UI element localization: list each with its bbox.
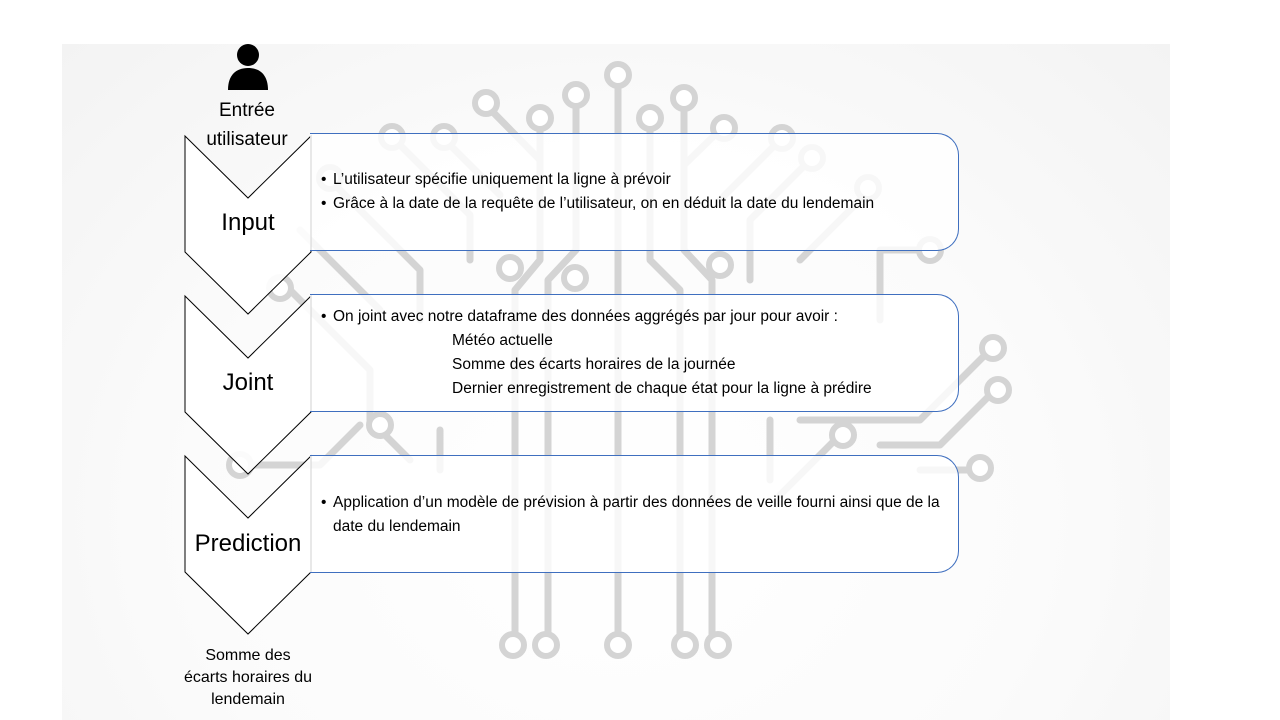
output-label-line2: écarts horaires du	[183, 669, 313, 686]
sub-item: Dernier enregistrement de chaque état po…	[452, 380, 872, 397]
bullet-text: Grâce à la date de la requête de l’utili…	[333, 195, 875, 212]
output-label-line1: Somme des	[205, 647, 291, 664]
bullet-text: On joint avec notre dataframe des donnée…	[333, 308, 838, 325]
output-label-line3: lendemain	[211, 691, 285, 708]
bullet-text: Application d’un modèle de prévision à p…	[333, 494, 940, 535]
sub-item: Météo actuelle	[452, 332, 553, 349]
user-label-line2: utilisateur	[206, 129, 288, 150]
person-icon	[228, 44, 268, 90]
step-label-joint: Joint	[222, 369, 274, 396]
output-label: Somme des écarts horaires du lendemain	[172, 645, 324, 711]
sub-item: Somme des écarts horaires de la journée	[452, 356, 736, 373]
bullet-item: L’utilisateur spécifie uniquement la lig…	[321, 168, 671, 192]
bullet-item: Application d’un modèle de prévision à p…	[321, 491, 943, 539]
bullet-item: On joint avec notre dataframe des donnée…	[321, 305, 838, 329]
user-label-line1: Entrée	[219, 100, 275, 121]
bullet-item: Grâce à la date de la requête de l’utili…	[321, 192, 875, 216]
joint-description-box: On joint avec notre dataframe des donnée…	[310, 294, 959, 412]
user-input-label: Entrée utilisateur	[182, 96, 312, 154]
step-label-prediction: Prediction	[194, 530, 302, 557]
bullet-text: L’utilisateur spécifie uniquement la lig…	[333, 171, 671, 188]
chevron-input	[184, 134, 312, 315]
input-description-box: L’utilisateur spécifie uniquement la lig…	[310, 133, 959, 251]
chevron-joint	[184, 294, 312, 475]
step-label-input: Input	[221, 209, 275, 236]
prediction-description-box: Application d’un modèle de prévision à p…	[310, 455, 959, 573]
